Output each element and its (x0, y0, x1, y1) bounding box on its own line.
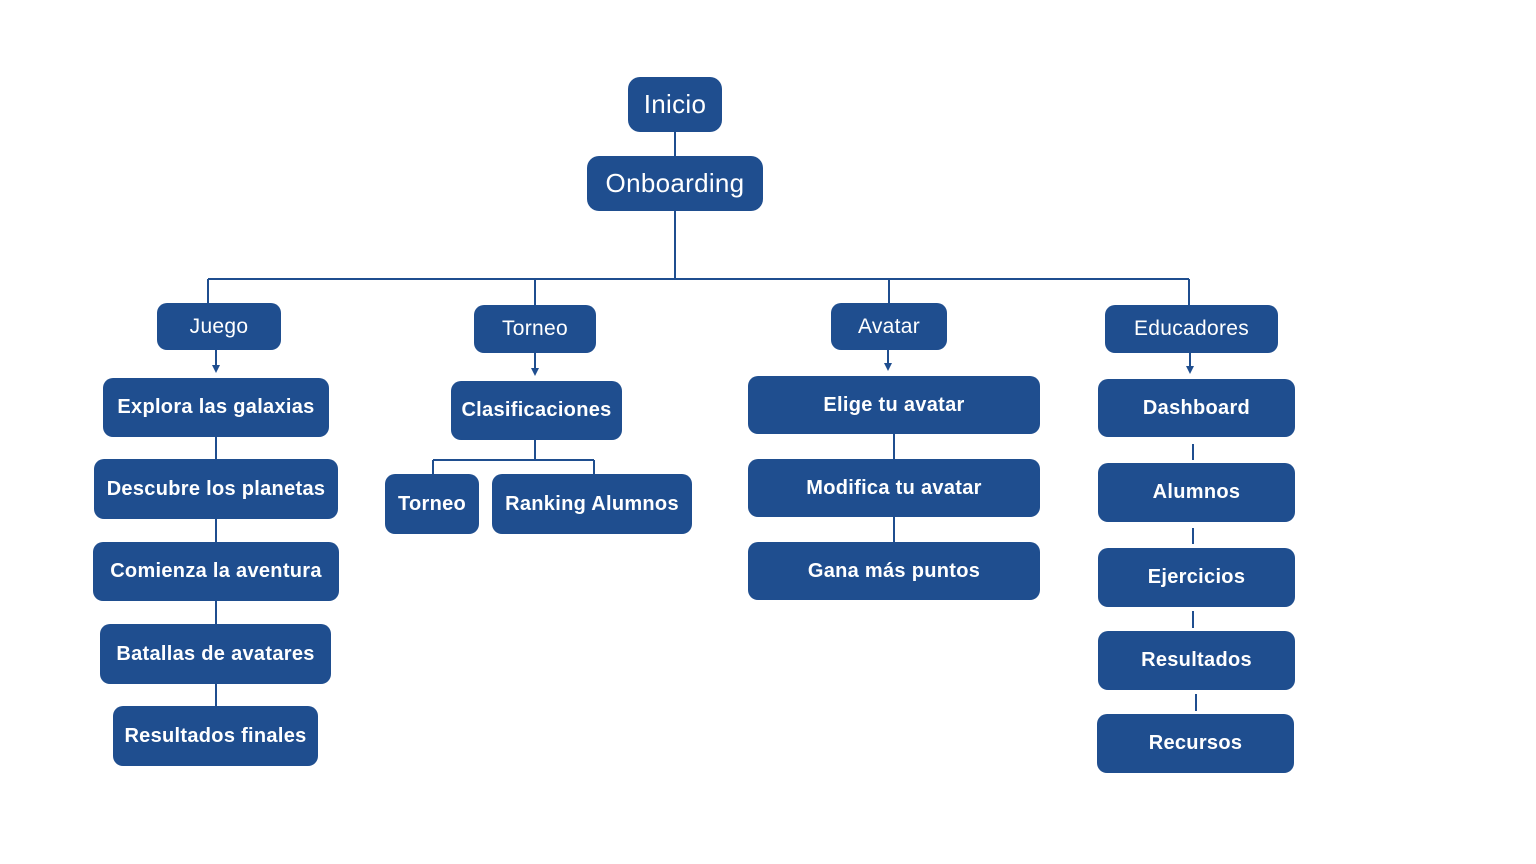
node-alumnos: Alumnos (1098, 463, 1295, 522)
node-avatar: Avatar (831, 303, 947, 350)
node-recursos: Recursos (1097, 714, 1294, 773)
node-alumnos-label: Alumnos (1152, 481, 1241, 503)
node-torneo-sub-label: Torneo (397, 492, 467, 515)
node-batallas-de-avatares: Batallas de avatares (100, 624, 331, 684)
node-juego-label: Juego (189, 314, 249, 338)
node-educadores: Educadores (1105, 305, 1278, 353)
node-batallas-de-avatares-label: Batallas de avatares (116, 642, 315, 665)
node-ranking-alumnos-label: Ranking Alumnos (505, 492, 679, 515)
node-recursos-label: Recursos (1148, 732, 1243, 754)
node-explora-las-galaxias: Explora las galaxias (103, 378, 329, 437)
node-modifica-tu-avatar-label: Modifica tu avatar (806, 476, 982, 499)
node-educadores-label: Educadores (1133, 317, 1250, 340)
node-resultados-finales-label: Resultados finales (124, 724, 307, 747)
node-avatar-label: Avatar (857, 314, 921, 338)
node-elige-tu-avatar: Elige tu avatar (748, 376, 1040, 434)
node-dashboard-label: Dashboard (1142, 396, 1251, 419)
node-resultados: Resultados (1098, 631, 1295, 690)
node-ranking-alumnos: Ranking Alumnos (492, 474, 692, 534)
node-ejercicios: Ejercicios (1098, 548, 1295, 607)
node-inicio-label: Inicio (643, 89, 707, 119)
node-descubre-los-planetas-label: Descubre los planetas (106, 477, 326, 500)
node-descubre-los-planetas: Descubre los planetas (94, 459, 338, 519)
node-gana-mas-puntos: Gana más puntos (748, 542, 1040, 600)
node-modifica-tu-avatar: Modifica tu avatar (748, 459, 1040, 517)
node-clasificaciones-label: Clasificaciones (461, 399, 612, 421)
node-clasificaciones: Clasificaciones (451, 381, 622, 440)
node-onboarding: Onboarding (587, 156, 763, 211)
node-ejercicios-label: Ejercicios (1147, 566, 1246, 588)
node-onboarding-label: Onboarding (605, 168, 745, 198)
node-comienza-la-aventura: Comienza la aventura (93, 542, 339, 601)
node-inicio: Inicio (628, 77, 722, 132)
node-resultados-finales: Resultados finales (113, 706, 318, 766)
node-explora-las-galaxias-label: Explora las galaxias (117, 396, 315, 418)
node-comienza-la-aventura-label: Comienza la aventura (110, 560, 322, 582)
node-torneo-sub: Torneo (385, 474, 479, 534)
node-elige-tu-avatar-label: Elige tu avatar (823, 393, 965, 416)
node-resultados-label: Resultados (1141, 649, 1252, 671)
node-juego: Juego (157, 303, 281, 350)
node-torneo-label: Torneo (501, 317, 568, 340)
node-torneo: Torneo (474, 305, 596, 353)
node-dashboard: Dashboard (1098, 379, 1295, 437)
node-gana-mas-puntos-label: Gana más puntos (807, 559, 981, 582)
